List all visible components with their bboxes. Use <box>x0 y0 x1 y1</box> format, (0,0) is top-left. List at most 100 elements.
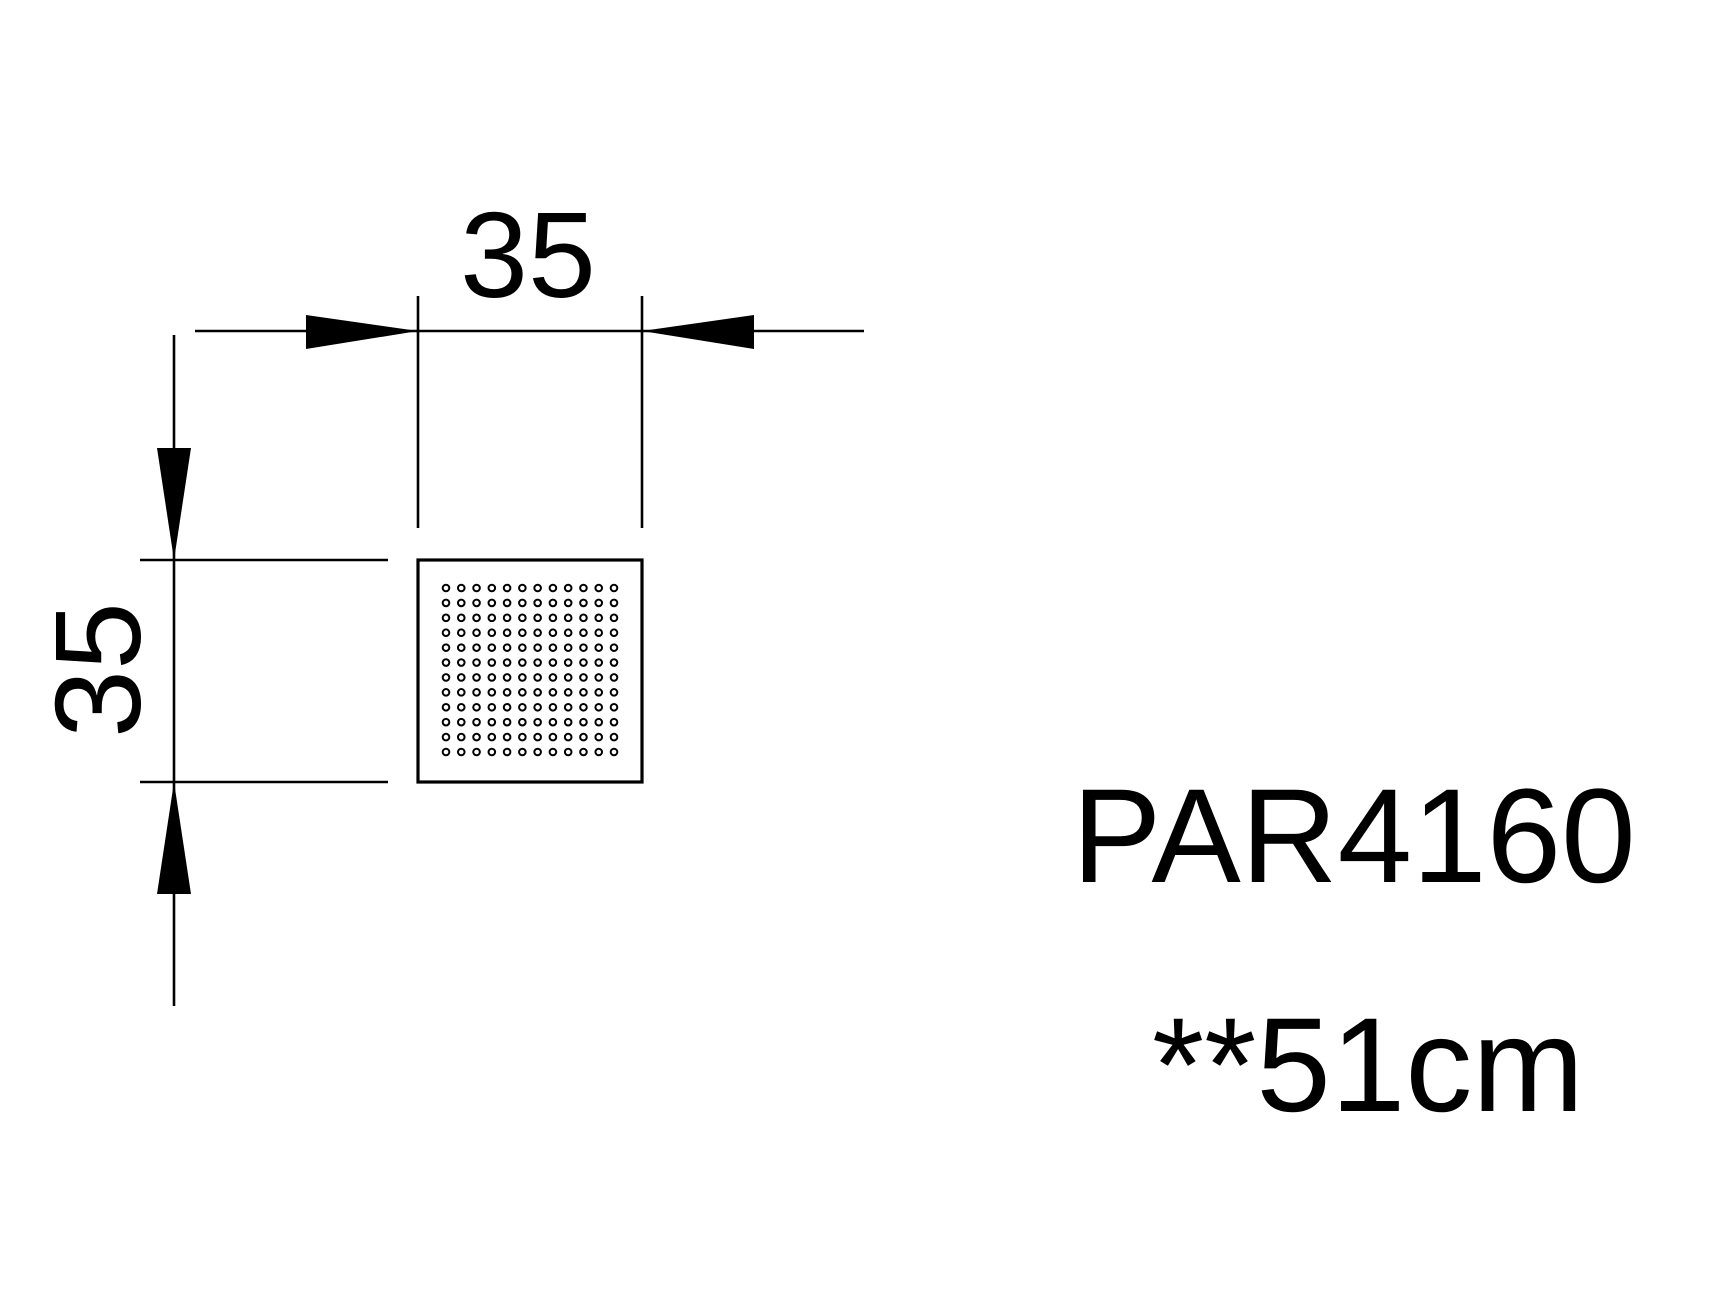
width-dimension-label: 35 <box>460 187 596 323</box>
perforation-hole <box>472 598 481 608</box>
perforation-hole <box>456 643 466 652</box>
perforation-hole <box>533 702 542 712</box>
perforation-hole <box>533 688 542 697</box>
perforation-hole <box>609 643 619 652</box>
perforation-hole <box>594 673 604 682</box>
perforation-hole <box>441 583 451 593</box>
perforation-hole <box>533 673 542 682</box>
perforation-hole <box>594 658 604 667</box>
perforation-hole <box>502 643 512 652</box>
perforation-hole <box>563 717 573 727</box>
perforation-hole <box>472 628 481 638</box>
perforation-hole <box>594 583 604 593</box>
perforation-hole <box>456 613 466 623</box>
perforation-hole <box>456 583 466 593</box>
perforation-hole <box>563 673 573 682</box>
perforation-hole <box>441 643 451 652</box>
perforation-hole <box>579 643 588 652</box>
perforation-hole <box>533 732 542 742</box>
perforation-hole <box>594 732 604 742</box>
perforation-hole <box>472 732 481 742</box>
perforation-hole <box>579 598 588 608</box>
perforation-hole <box>502 628 512 638</box>
perforation-hole <box>533 658 542 667</box>
perforation-hole <box>441 702 451 712</box>
perforation-hole <box>441 732 451 742</box>
perforation-hole <box>456 747 466 757</box>
perforation-hole <box>548 658 558 667</box>
perforation-hole <box>548 613 558 623</box>
perforation-hole <box>487 717 497 727</box>
perforation-hole <box>563 747 573 757</box>
perforation-hole <box>579 628 588 638</box>
perforation-hole <box>533 717 542 727</box>
perforation-hole <box>502 717 512 727</box>
perforation-hole <box>487 583 497 593</box>
perforation-hole <box>609 673 619 682</box>
perforation-hole <box>472 583 481 593</box>
perforation-hole <box>518 732 527 742</box>
perforation-hole <box>472 688 481 697</box>
perforation-hole <box>563 702 573 712</box>
perforation-hole <box>533 747 542 757</box>
perforation-hole <box>456 717 466 727</box>
perforation-hole <box>441 747 451 757</box>
perforation-hole <box>518 643 527 652</box>
perforation-hole <box>441 717 451 727</box>
perforation-hole <box>518 673 527 682</box>
perforation-hole <box>609 702 619 712</box>
perforation-hole <box>579 613 588 623</box>
perforation-hole <box>456 658 466 667</box>
perforation-grid <box>441 583 619 757</box>
perforation-hole <box>548 732 558 742</box>
perforation-hole <box>609 688 619 697</box>
perforation-hole <box>579 673 588 682</box>
perforation-hole <box>563 583 573 593</box>
perforation-hole <box>609 628 619 638</box>
perforation-hole <box>548 717 558 727</box>
perforation-hole <box>548 598 558 608</box>
width-arrow-left <box>306 315 418 349</box>
perforation-hole <box>609 717 619 727</box>
perforation-hole <box>594 613 604 623</box>
perforation-hole <box>609 583 619 593</box>
perforation-hole <box>487 732 497 742</box>
perforation-hole <box>518 613 527 623</box>
perforation-hole <box>487 688 497 697</box>
perforation-hole <box>563 643 573 652</box>
model-code-label: PAR4160 <box>1072 762 1636 911</box>
perforation-hole <box>518 598 527 608</box>
perforation-hole <box>502 688 512 697</box>
perforation-hole <box>502 598 512 608</box>
perforation-hole <box>502 732 512 742</box>
perforation-hole <box>518 702 527 712</box>
perforation-hole <box>609 598 619 608</box>
perforation-hole <box>472 658 481 667</box>
perforation-hole <box>609 747 619 757</box>
perforation-hole <box>533 628 542 638</box>
perforation-hole <box>472 717 481 727</box>
perforation-hole <box>487 702 497 712</box>
perforation-hole <box>487 643 497 652</box>
perforation-hole <box>456 598 466 608</box>
width-arrow-right <box>642 315 754 349</box>
perforation-hole <box>502 673 512 682</box>
perforation-hole <box>472 613 481 623</box>
perforation-hole <box>518 658 527 667</box>
perforation-hole <box>502 613 512 623</box>
perforation-hole <box>518 628 527 638</box>
perforation-hole <box>563 732 573 742</box>
perforation-hole <box>487 613 497 623</box>
perforation-hole <box>548 583 558 593</box>
perforation-hole <box>548 702 558 712</box>
perforation-hole <box>487 658 497 667</box>
perforation-hole <box>548 628 558 638</box>
height-dimension <box>140 335 388 1006</box>
perforation-hole <box>456 702 466 712</box>
perforation-hole <box>563 688 573 697</box>
perforation-hole <box>609 658 619 667</box>
perforation-hole <box>533 583 542 593</box>
perforation-hole <box>472 673 481 682</box>
perforation-hole <box>487 747 497 757</box>
